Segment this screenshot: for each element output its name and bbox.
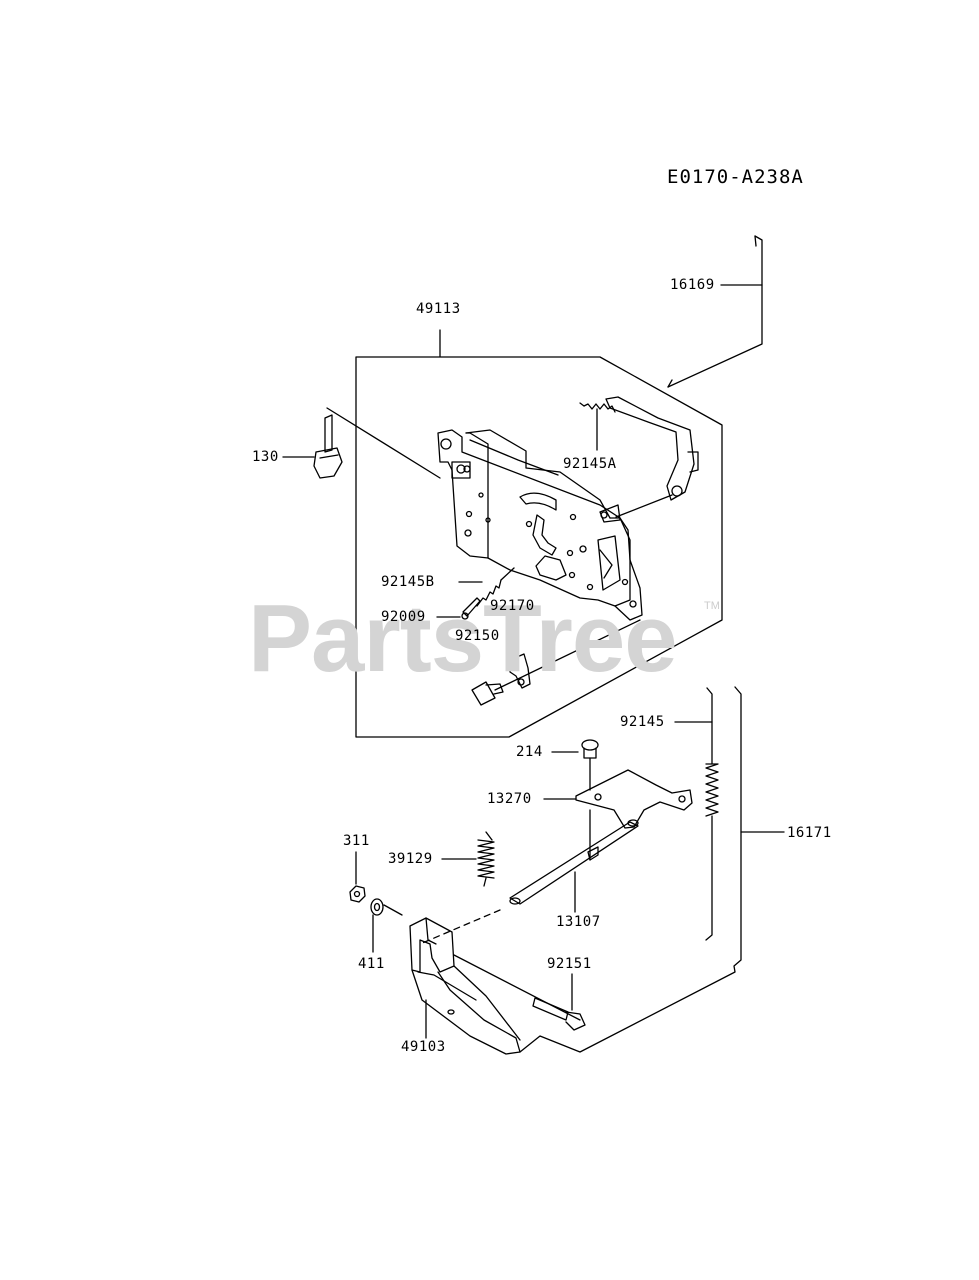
part-label-49113[interactable]: 49113: [416, 301, 461, 317]
part-label-16169[interactable]: 16169: [670, 277, 715, 293]
part-label-92151[interactable]: 92151: [547, 956, 592, 972]
part-label-411[interactable]: 411: [358, 956, 385, 972]
part-label-16171[interactable]: 16171: [787, 825, 832, 841]
rod-16171: [519, 686, 785, 1053]
diagram-code: E0170-A238A: [667, 166, 804, 188]
trademark-mark: TM: [704, 600, 720, 612]
plate-13270: [543, 769, 693, 861]
part-label-214[interactable]: 214: [516, 744, 543, 760]
part-label-13270[interactable]: 13270: [487, 791, 532, 807]
spring-rod-92145: [674, 687, 719, 941]
part-label-49103[interactable]: 49103: [401, 1039, 446, 1055]
spring-39129: [441, 831, 495, 887]
part-label-311[interactable]: 311: [343, 833, 370, 849]
group-outline-49113: [355, 329, 723, 738]
pin-92009: [436, 597, 481, 620]
part-label-130[interactable]: 130: [252, 449, 279, 465]
bolt-92151: [532, 973, 586, 1031]
screw-214: [551, 739, 599, 791]
part-label-92145[interactable]: 92145: [620, 714, 665, 730]
washer-411: [370, 898, 403, 953]
part-label-13107[interactable]: 13107: [556, 914, 601, 930]
spring-92145b: [458, 567, 515, 607]
bolt-92150: [471, 619, 641, 706]
partstree-watermark: PartsTree: [248, 585, 678, 692]
part-label-92145a[interactable]: 92145A: [563, 456, 617, 472]
part-label-92170[interactable]: 92170: [490, 598, 535, 614]
rod-16169: [667, 235, 763, 388]
nut-311: [349, 851, 366, 903]
part-label-92009[interactable]: 92009: [381, 609, 426, 625]
shaft-13107: [419, 819, 639, 945]
control-plate: [437, 429, 643, 621]
spring-92145a: [579, 402, 616, 451]
throttle-lever: [599, 396, 699, 523]
part-label-92150[interactable]: 92150: [455, 628, 500, 644]
bolt-130: [282, 407, 441, 479]
part-label-39129[interactable]: 39129: [388, 851, 433, 867]
lever-49103: [409, 917, 581, 1055]
part-label-92145b[interactable]: 92145B: [381, 574, 435, 590]
